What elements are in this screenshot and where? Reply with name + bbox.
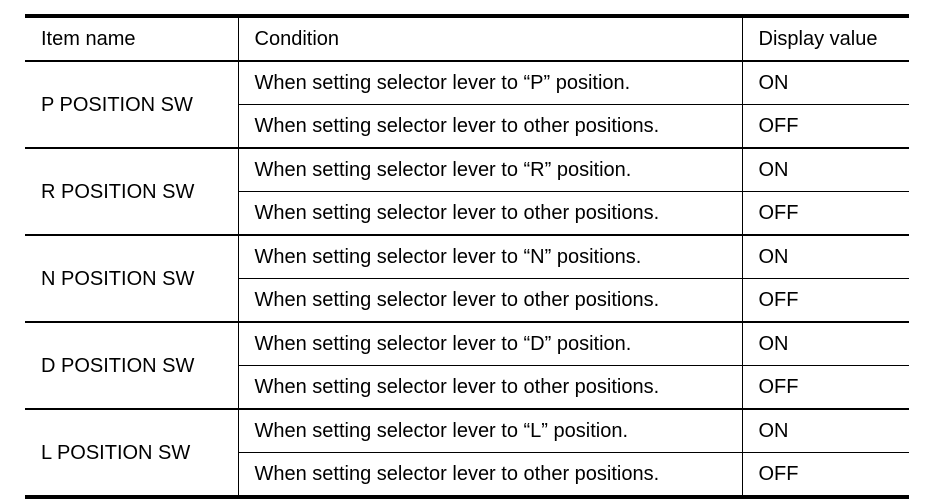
table-row: R POSITION SW When setting selector leve… [25,147,909,235]
condition-cell: When setting selector lever to other pos… [237,104,742,148]
table-row: When setting selector lever to other pos… [25,365,909,409]
position-switch-table: Item name Condition Display value P POSI… [25,14,909,499]
table-row: N POSITION SW When setting selector leve… [25,234,909,322]
table-row: D POSITION SW When setting selector leve… [25,321,909,409]
condition-cell: When setting selector lever to “R” posit… [237,147,742,192]
table-row: When setting selector lever to other pos… [25,104,909,148]
condition-cell: When setting selector lever to other pos… [237,191,742,235]
table-row: L POSITION SW When setting selector leve… [25,408,909,497]
condition-cell: When setting selector lever to other pos… [237,365,742,409]
display-value-cell: OFF [741,104,909,148]
header-item-name: Item name [25,16,238,62]
item-name-cell: R POSITION SW [25,147,238,235]
condition-cell: When setting selector lever to other pos… [237,452,742,497]
condition-cell: When setting selector lever to “L” posit… [237,408,742,453]
display-value-cell: OFF [741,278,909,322]
display-value-cell: ON [741,321,909,366]
table-row: When setting selector lever to other pos… [25,278,909,322]
display-value-cell: ON [741,408,909,453]
display-value-cell: OFF [741,365,909,409]
header-display-value: Display value [741,16,909,62]
display-value-cell: OFF [741,191,909,235]
condition-cell: When setting selector lever to “P” posit… [237,61,742,105]
display-value-cell: ON [741,234,909,279]
display-value-cell: ON [741,147,909,192]
table-row: When setting selector lever to other pos… [25,452,909,497]
item-name-cell: L POSITION SW [25,408,238,497]
item-name-cell: N POSITION SW [25,234,238,322]
item-name-cell: D POSITION SW [25,321,238,409]
item-name-cell: P POSITION SW [41,93,193,116]
header-condition: Condition [237,16,742,62]
display-value-cell: ON [741,61,909,105]
header-row: Item name Condition Display value [25,16,909,62]
condition-cell: When setting selector lever to “D” posit… [237,321,742,366]
table-row: P POSITION SW When setting selector leve… [25,61,909,116]
condition-cell: When setting selector lever to “N” posit… [237,234,742,279]
display-value-cell: OFF [741,452,909,497]
table-row: When setting selector lever to other pos… [25,191,909,235]
condition-cell: When setting selector lever to other pos… [237,278,742,322]
